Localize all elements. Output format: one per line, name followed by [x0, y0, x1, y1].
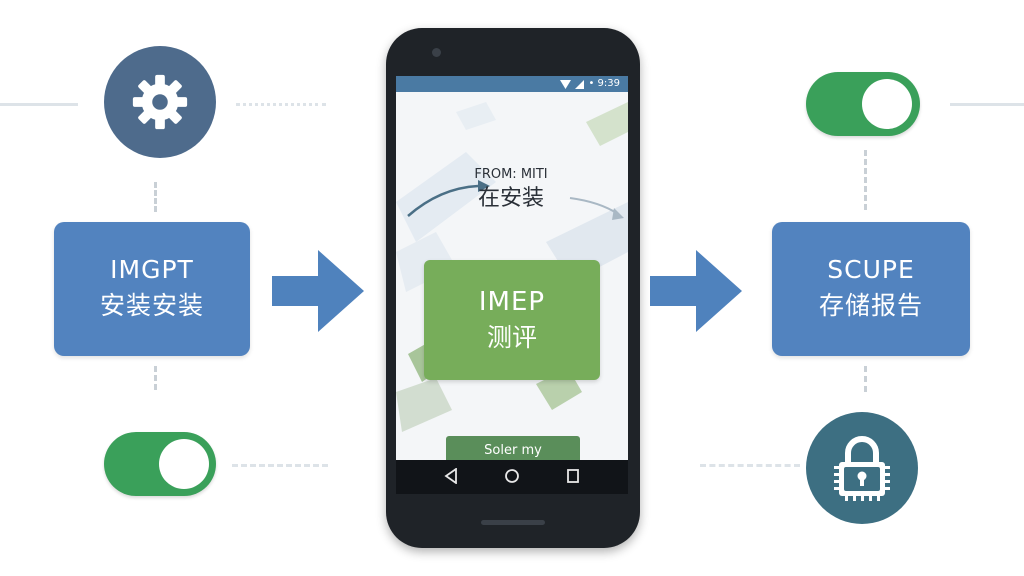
install-step-box[interactable]: IMGPT 安装安装	[54, 222, 250, 356]
evaluation-card[interactable]: IMEP 测评	[424, 260, 600, 380]
recents-icon[interactable]	[566, 468, 580, 484]
gear-icon	[132, 74, 188, 130]
settings-circle[interactable]	[104, 46, 216, 158]
smartphone: • 9:39 FROM: MITI 在安装 IMEP 测评 Soler my	[386, 28, 640, 548]
screen-background-art	[396, 102, 628, 432]
connector-line	[864, 366, 867, 392]
install-step-subtitle: 安装安装	[99, 291, 204, 320]
connector-line	[232, 464, 328, 467]
signal-icon	[575, 79, 585, 89]
connector-line	[700, 464, 800, 467]
connector-line	[154, 182, 157, 212]
report-storage-subtitle: 存储报告	[818, 291, 923, 320]
headline-title: 在安装	[477, 186, 544, 211]
report-storage-box[interactable]: SCUPE 存储报告	[772, 222, 970, 356]
status-time: • 9:39	[588, 78, 620, 89]
connector-line	[154, 366, 157, 390]
left-toggle[interactable]	[104, 432, 216, 496]
action-button[interactable]: Soler my	[446, 436, 580, 464]
right-arrow-icon	[650, 250, 742, 332]
toggle-knob	[159, 439, 209, 489]
install-step-title: IMGPT	[110, 255, 194, 284]
connector-line	[236, 103, 326, 106]
curved-arrow-icon	[407, 180, 624, 220]
status-icons: • 9:39	[560, 76, 620, 92]
toggle-knob	[862, 79, 912, 129]
connector-line	[950, 103, 1024, 106]
evaluation-card-subtitle: 测评	[486, 323, 537, 352]
right-arrow-icon	[272, 250, 364, 332]
status-bar: • 9:39	[396, 76, 628, 92]
speaker-grille	[481, 520, 545, 525]
padlock-icon	[834, 436, 890, 501]
home-icon[interactable]	[504, 468, 520, 484]
right-toggle[interactable]	[806, 72, 920, 136]
connector-line	[864, 150, 867, 210]
evaluation-card-title: IMEP	[478, 287, 546, 317]
headline-source: FROM: MITI	[474, 167, 548, 182]
wifi-icon	[560, 79, 572, 89]
connector-line	[0, 103, 78, 106]
phone-screen: • 9:39 FROM: MITI 在安装 IMEP 测评 Soler my	[396, 76, 628, 494]
security-circle[interactable]	[806, 412, 918, 524]
front-camera	[432, 48, 441, 57]
report-storage-title: SCUPE	[827, 255, 915, 284]
back-icon[interactable]	[444, 468, 458, 484]
navigation-bar	[396, 460, 628, 494]
